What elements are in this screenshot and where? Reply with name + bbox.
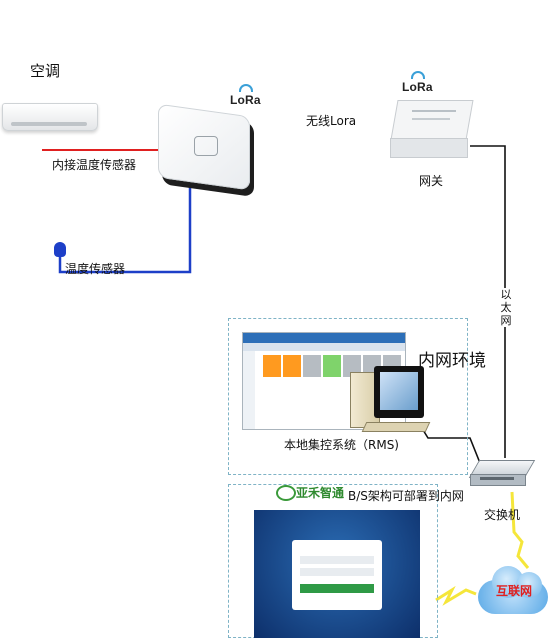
lightning-icon <box>435 585 477 606</box>
bs-deploy-label: B/S架构可部署到内网 <box>348 489 464 503</box>
blue-wire <box>58 185 192 274</box>
switch-icon <box>468 456 536 494</box>
lora-logo: LoRa <box>230 84 261 107</box>
brand-logo-text: 亚禾智通 <box>296 486 345 500</box>
lora-logo: LoRa <box>402 71 433 94</box>
cloud-icon <box>472 560 552 618</box>
temp-sensor-label: 温度传感器 <box>65 262 126 276</box>
air-conditioner-label: 空调 <box>30 62 61 80</box>
ethernet-label: 以太网 <box>498 288 514 327</box>
gateway-label: 网关 <box>419 174 444 188</box>
brand-logo-icon <box>276 483 296 501</box>
internal-temp-sensor-label: 内接温度传感器 <box>52 158 137 172</box>
air-conditioner-icon <box>2 103 98 131</box>
internet-label: 互联网 <box>496 584 533 598</box>
rms-system-label: 本地集控系统（RMS) <box>284 438 399 452</box>
temp-probe-icon <box>54 242 66 257</box>
gateway-box-icon <box>390 100 474 158</box>
intranet-box <box>228 318 468 475</box>
lightning-icon <box>510 491 530 569</box>
ethernet-wire <box>470 145 506 458</box>
switch-label: 交换机 <box>484 508 521 522</box>
wireless-lora-label: 无线Lora <box>306 114 357 128</box>
intranet-env-label: 内网环境 <box>418 351 486 371</box>
login-page-screenshot <box>254 510 420 638</box>
controller-plug-icon <box>158 103 256 191</box>
computer-icon <box>342 366 431 434</box>
